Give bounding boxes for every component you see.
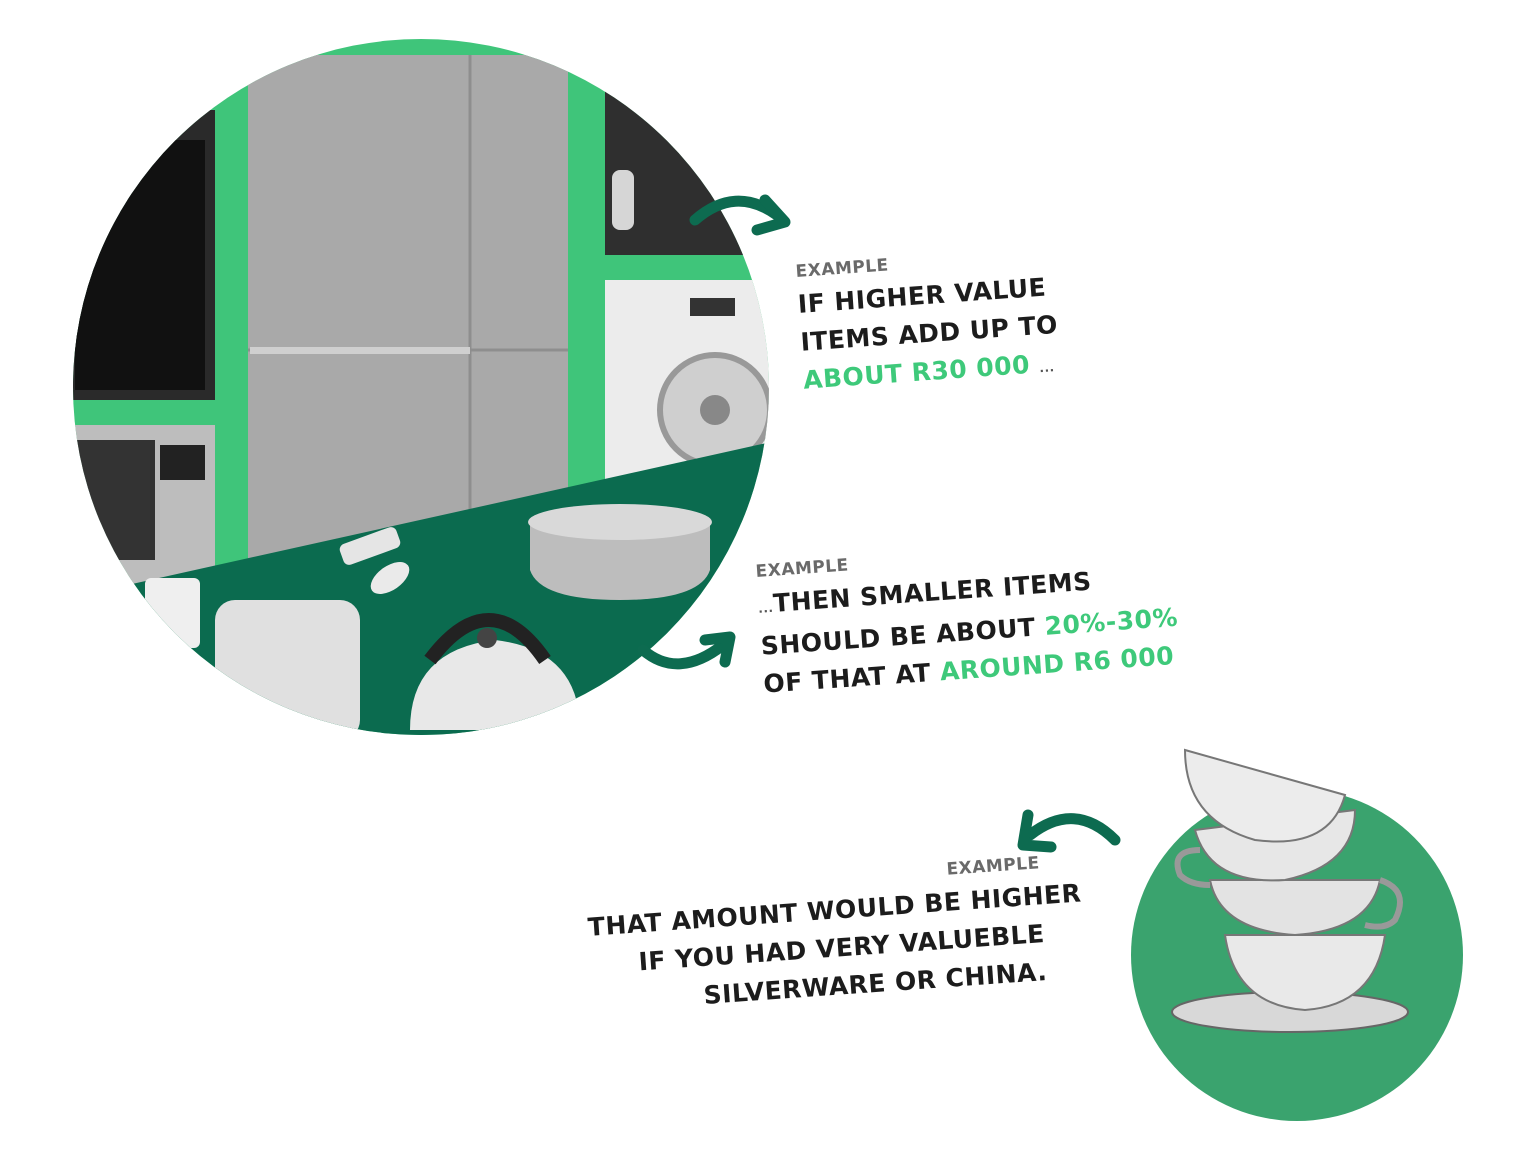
stacked-teacups-icon <box>1171 748 1409 1033</box>
example-smaller-items: EXAMPLE ...THEN SMALLER ITEMS SHOULD BE … <box>755 533 1182 704</box>
curved-arrow-icon <box>1024 813 1121 846</box>
ellipsis: ... <box>757 600 774 616</box>
ellipsis: ... <box>1038 360 1056 376</box>
kitchen-appliances-collage-icon <box>73 39 769 735</box>
text-fragment: OF THAT AT <box>762 658 932 699</box>
arrow-head-icon <box>699 631 736 668</box>
arrow-head-icon <box>1017 809 1057 853</box>
highlight-percentage: 20%-30% <box>1043 602 1179 641</box>
example-high-value-items: EXAMPLE IF HIGHER VALUE ITEMS ADD UP TO … <box>795 244 1062 404</box>
arrow-head-icon <box>751 194 791 236</box>
curved-arrow-icon <box>637 639 729 670</box>
